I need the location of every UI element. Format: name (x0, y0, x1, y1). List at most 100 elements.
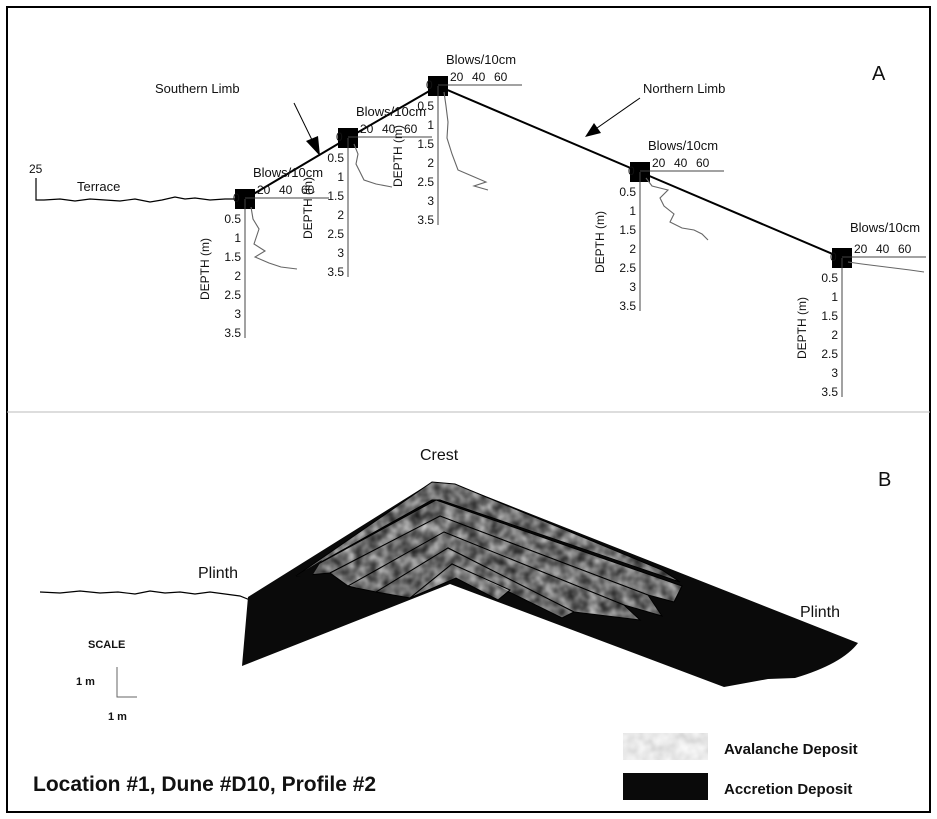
legend-accretion-label: Accretion Deposit (724, 781, 852, 798)
blows-tick-40-1: 40 (279, 183, 293, 197)
depth-tick-2.5-1: 2.5 (224, 288, 241, 302)
resistance-curve-5 (847, 261, 925, 273)
station-log-4: Blows/10cm 0 20 40 60 0.5 1 1.5 2 2.5 3 3.5 DEPTH (m… (593, 138, 724, 313)
depth-tick-3-3: 3 (427, 194, 434, 208)
depth-tick-0.5-4: 0.5 (619, 185, 636, 199)
legend-accretion-swatch (623, 773, 708, 800)
blows-tick-60-1: 60 (301, 183, 315, 197)
accretion-notch-left (296, 560, 322, 576)
avalanche-deposit-layers (295, 481, 683, 621)
depth-tick-2.5-5: 2.5 (821, 347, 838, 361)
depth-tick-1.5-1: 1.5 (224, 250, 241, 264)
southern-limb-arrow-shaft (293, 102, 314, 143)
terrace-label: Terrace (77, 179, 120, 194)
northern-limb-arrowhead (585, 123, 601, 137)
blows-axis-title-5: Blows/10cm (850, 220, 920, 235)
plinth-right-label: Plinth (800, 604, 840, 621)
legend: Avalanche Deposit Accretion Deposit (623, 733, 858, 800)
legend-avalanche-label: Avalanche Deposit (724, 741, 858, 758)
scale-vertical-label: 1 m (76, 676, 95, 688)
blows-tick-0-4: 0 (628, 164, 635, 178)
scale-horizontal-label: 1 m (108, 711, 127, 723)
depth-tick-3.5-2: 3.5 (327, 265, 344, 279)
depth-tick-2-1: 2 (234, 269, 241, 283)
depth-axis-title-5: DEPTH (m) (795, 297, 809, 359)
blows-tick-60-4: 60 (696, 156, 710, 170)
blows-tick-20-1: 20 (257, 183, 271, 197)
plinth-left-label: Plinth (198, 565, 238, 582)
blows-tick-20-3: 20 (450, 70, 464, 84)
panel-a: A 25 Terrace Southern Limb Northern Limb… (29, 52, 926, 399)
depth-tick-3-2: 3 (337, 246, 344, 260)
northern-limb-label: Northern Limb (643, 81, 725, 96)
depth-tick-3-4: 3 (629, 280, 636, 294)
blows-axis-title-3: Blows/10cm (446, 52, 516, 67)
depth-tick-1.5-2: 1.5 (327, 189, 344, 203)
resistance-curve-2 (353, 143, 393, 188)
figure-caption: Location #1, Dune #D10, Profile #2 (33, 773, 376, 796)
blows-tick-0-1: 0 (233, 191, 240, 205)
terrace-surface-line (43, 196, 238, 203)
depth-tick-0.5-1: 0.5 (224, 212, 241, 226)
depth-tick-2-2: 2 (337, 208, 344, 222)
resistance-curve-3 (443, 91, 489, 191)
depth-tick-0.5-3: 0.5 (417, 99, 434, 113)
depth-tick-3.5-1: 3.5 (224, 326, 241, 340)
blows-tick-40-3: 40 (472, 70, 486, 84)
depth-tick-0.5-5: 0.5 (821, 271, 838, 285)
depth-axis-title-4: DEPTH (m) (593, 211, 607, 273)
crest-label: Crest (420, 447, 459, 464)
blows-tick-40-4: 40 (674, 156, 688, 170)
depth-tick-1-2: 1 (337, 170, 344, 184)
depth-tick-1-1: 1 (234, 231, 241, 245)
depth-tick-3.5-4: 3.5 (619, 299, 636, 313)
southern-limb-arrowhead (306, 136, 320, 156)
figure-frame (6, 6, 931, 813)
depth-tick-3.5-5: 3.5 (821, 385, 838, 399)
depth-tick-1-3: 1 (427, 118, 434, 132)
depth-tick-2-4: 2 (629, 242, 636, 256)
depth-tick-2-3: 2 (427, 156, 434, 170)
terrace-elevation-label: 25 (29, 162, 43, 176)
depth-tick-3-1: 3 (234, 307, 241, 321)
blows-tick-60-2: 60 (404, 122, 418, 136)
blows-tick-20-5: 20 (854, 242, 868, 256)
resistance-curve-1 (250, 206, 298, 270)
legend-avalanche-swatch (623, 733, 708, 760)
blows-tick-20-2: 20 (360, 122, 374, 136)
depth-tick-0.5-2: 0.5 (327, 151, 344, 165)
depth-tick-2-5: 2 (831, 328, 838, 342)
depth-axis-title-3: DEPTH (m) (391, 125, 405, 187)
panel-b-label: B (878, 469, 891, 491)
panel-a-label: A (872, 63, 886, 85)
depth-tick-3.5-3: 3.5 (417, 213, 434, 227)
blows-tick-20-4: 20 (652, 156, 666, 170)
depth-tick-1.5-3: 1.5 (417, 137, 434, 151)
scale-bar (116, 667, 137, 698)
blows-tick-60-5: 60 (898, 242, 912, 256)
blows-axis-title-4: Blows/10cm (648, 138, 718, 153)
depth-tick-1.5-5: 1.5 (821, 309, 838, 323)
terrace-bracket (35, 178, 44, 201)
blows-tick-0-2: 0 (336, 130, 343, 144)
station-log-3: Blows/10cm 0 20 40 60 0.5 1 1.5 2 2.5 3 3.5 DEPTH (m… (391, 52, 522, 227)
blows-tick-60-3: 60 (494, 70, 508, 84)
blows-tick-40-2: 40 (382, 122, 396, 136)
blows-tick-40-5: 40 (876, 242, 890, 256)
depth-tick-2.5-2: 2.5 (327, 227, 344, 241)
depth-tick-2.5-4: 2.5 (619, 261, 636, 275)
depth-tick-1-4: 1 (629, 204, 636, 218)
depth-axis-title-2: DEPTH (m) (301, 177, 315, 239)
depth-axis-title-1: DEPTH (m) (198, 238, 212, 300)
depth-tick-2.5-3: 2.5 (417, 175, 434, 189)
depth-tick-1-5: 1 (831, 290, 838, 304)
depth-tick-1.5-4: 1.5 (619, 223, 636, 237)
avalanche-layer-1 (295, 481, 681, 583)
resistance-curve-4 (645, 177, 709, 241)
blows-tick-0-3: 0 (426, 78, 433, 92)
